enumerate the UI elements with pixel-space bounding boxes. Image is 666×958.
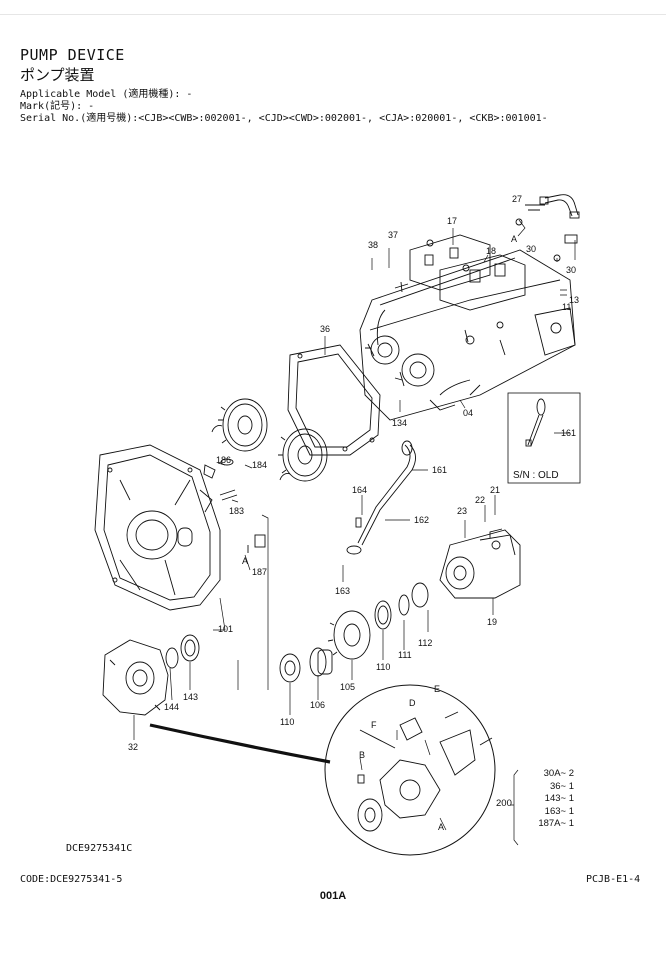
serial-number-line: Serial No.(適用号機):<CJB><CWB>:002001-, <CJ… <box>20 113 548 124</box>
footer-code: CODE:DCE9275341-5 <box>20 874 123 885</box>
callout-163: 163 <box>335 586 351 596</box>
drive-gear-upper <box>211 398 328 482</box>
callout-37: 37 <box>388 230 399 240</box>
gear-pump-19 <box>439 528 521 599</box>
leader-lines <box>133 204 576 846</box>
old-dipstick-icon <box>525 398 546 447</box>
callout-143: 143 <box>183 692 199 702</box>
kit-item: 30A~ 2 <box>543 768 574 779</box>
kit-item: 187A~ 1 <box>538 818 574 829</box>
ring-seals-row <box>279 582 429 683</box>
callout-183: 183 <box>229 506 245 516</box>
callout-27: 27 <box>512 194 523 204</box>
callout-144: 144 <box>164 702 180 712</box>
callout-e: E <box>434 684 441 694</box>
callout-186: 186 <box>216 455 232 465</box>
callout-13: 13 <box>569 295 580 305</box>
callout-b: B <box>359 750 366 760</box>
detail-coupling-parts <box>357 711 493 832</box>
callout-22: 22 <box>475 495 486 505</box>
sn-old-label: S/N : OLD <box>513 470 559 481</box>
coupling-32 <box>102 634 200 716</box>
kit-item: 163~ 1 <box>544 805 574 817</box>
drawing-code: DCE9275341C <box>66 843 133 854</box>
footer-ref: PCJB-E1-4 <box>586 874 641 885</box>
callout-112: 112 <box>418 638 433 648</box>
callout-106: 106 <box>310 700 326 710</box>
callout-30b: 30 <box>566 265 577 275</box>
callout-a-top: A <box>511 234 518 244</box>
pipe-27 <box>515 194 580 262</box>
dipstick-tube <box>346 440 416 555</box>
kit-item: 36~ 1 <box>549 780 574 792</box>
callout-19: 19 <box>487 617 498 627</box>
callout-184: 184 <box>252 460 268 470</box>
callout-a-mid: A <box>242 556 249 566</box>
detail-view-circle <box>324 684 496 856</box>
callout-161-old: 161 <box>561 428 577 438</box>
callout-a-bottom: A <box>438 822 445 832</box>
detail-leader-swoosh <box>149 723 331 764</box>
sn-old-inset-box <box>507 392 581 484</box>
callout-04: 04 <box>463 408 474 418</box>
kit-item-list: 30A~ 2 36~ 1 143~ 1 163~ 1 187A~ 1 <box>522 768 574 831</box>
callout-30a: 30 <box>526 244 537 254</box>
callout-187: 187 <box>252 567 268 577</box>
callout-18: 18 <box>486 246 497 256</box>
mark-line: Mark(記号): - <box>20 101 95 112</box>
callout-161: 161 <box>432 465 448 475</box>
callout-162: 162 <box>414 515 430 525</box>
callout-101: 101 <box>218 624 234 634</box>
kit-item: 143~ 1 <box>544 793 574 804</box>
callout-110-right: 110 <box>376 662 391 672</box>
kit-number: 200 <box>496 798 512 809</box>
callout-110-left: 110 <box>280 717 295 727</box>
applicable-model: Applicable Model (適用機種): - <box>20 89 193 100</box>
callout-f: F <box>371 720 377 730</box>
callout-21: 21 <box>490 485 501 495</box>
page-number: 001A <box>319 890 347 902</box>
callout-134: 134 <box>392 418 408 428</box>
regulator-assembly <box>394 234 526 311</box>
flywheel-housing <box>94 444 221 611</box>
callout-23: 23 <box>457 506 468 516</box>
callout-111: 111 <box>398 650 412 660</box>
page-title-en: PUMP DEVICE <box>20 46 125 64</box>
gasket-36 <box>287 344 381 456</box>
callout-105: 105 <box>340 682 356 692</box>
callout-36: 36 <box>320 324 331 334</box>
page-title-jp: ポンプ装置 <box>20 66 95 84</box>
housing-fittings <box>203 458 266 553</box>
top-rule <box>0 14 666 15</box>
callout-32: 32 <box>128 742 139 752</box>
callout-164: 164 <box>352 485 368 495</box>
callout-d: D <box>409 698 416 708</box>
callout-17: 17 <box>447 216 458 226</box>
main-pump-body <box>359 249 576 421</box>
callout-11: 11 <box>562 302 572 312</box>
callout-38: 38 <box>368 240 379 250</box>
